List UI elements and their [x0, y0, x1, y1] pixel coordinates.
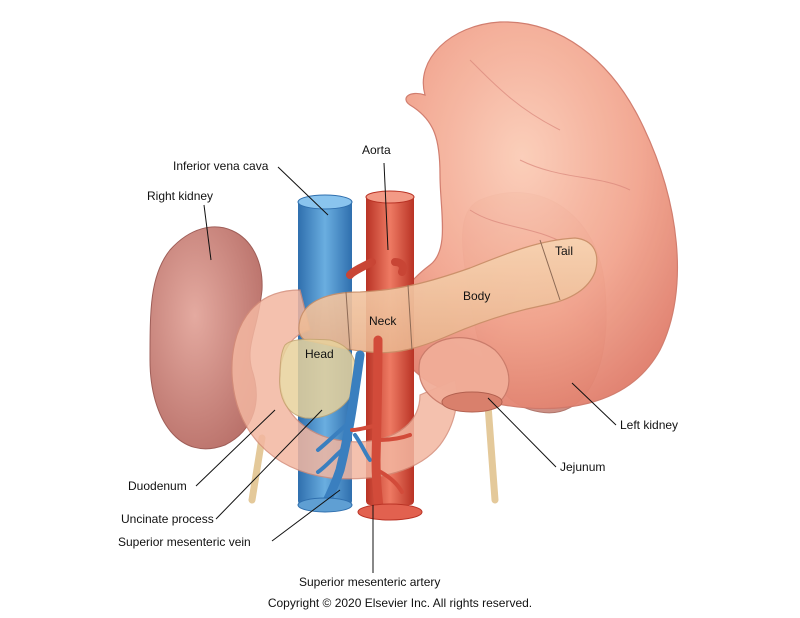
leader-left-kidney — [571, 382, 617, 426]
leader-jejunum — [487, 397, 557, 468]
copyright-notice: Copyright © 2020 Elsevier Inc. All right… — [267, 596, 533, 610]
label-body: Body — [463, 289, 490, 303]
right-ureter — [248, 434, 266, 504]
label-uncinate-process: Uncinate process — [121, 512, 214, 526]
celiac-trunk — [346, 258, 407, 279]
label-left-kidney: Left kidney — [620, 418, 678, 432]
aorta-top — [365, 190, 415, 204]
leader-aorta — [383, 162, 389, 251]
label-neck: Neck — [369, 314, 397, 328]
leader-superior-mesenteric-vein — [271, 489, 341, 542]
leader-inferior-vena-cava — [277, 166, 329, 216]
leader-right-kidney — [203, 204, 212, 261]
smv-branches — [316, 418, 372, 474]
label-right-kidney: Right kidney — [147, 189, 213, 203]
leader-uncinate-process — [215, 409, 323, 520]
label-jejunum: Jejunum — [560, 460, 605, 474]
leader-duodenum — [195, 409, 276, 487]
jejunum-shape — [418, 337, 510, 409]
label-aorta: Aorta — [362, 143, 391, 157]
divider-neck-right — [407, 284, 413, 351]
label-head: Head — [305, 347, 334, 361]
label-tail: Tail — [555, 244, 573, 258]
pancreas-head-shape — [279, 338, 357, 419]
ivc-bottom — [297, 497, 353, 513]
label-duodenum: Duodenum — [128, 479, 187, 493]
divider-neck-left — [345, 291, 351, 351]
label-superior-mesenteric-artery: Superior mesenteric artery — [299, 575, 440, 589]
left-ureter — [484, 401, 499, 504]
jejunum-opening — [441, 391, 503, 413]
divider-tail — [539, 239, 561, 301]
sma-branches — [350, 423, 412, 494]
sma-shape — [371, 335, 385, 520]
ivc-top — [297, 194, 353, 210]
label-inferior-vena-cava: Inferior vena cava — [173, 159, 269, 173]
aorta-bottom — [357, 503, 423, 521]
label-superior-mesenteric-vein: Superior mesenteric vein — [118, 535, 251, 549]
smv-shape — [320, 350, 365, 510]
